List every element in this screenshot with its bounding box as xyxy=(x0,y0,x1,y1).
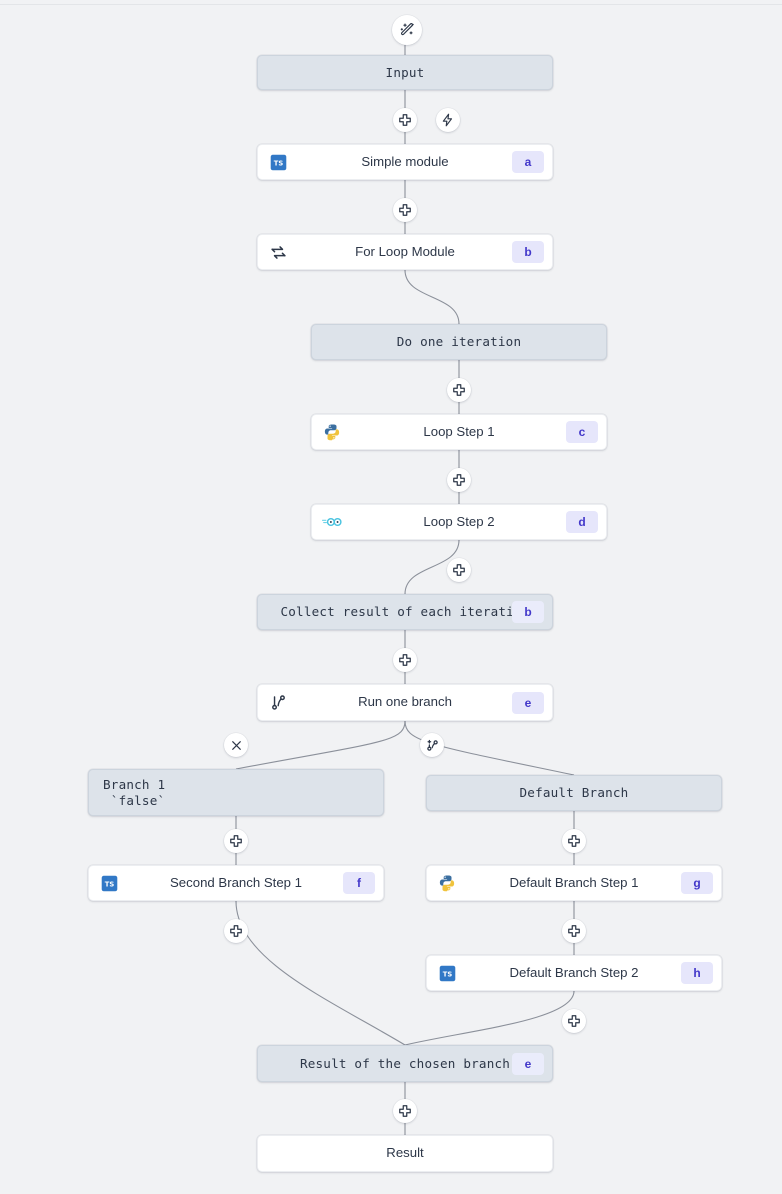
node-badge: g xyxy=(681,872,713,894)
node-badge: e xyxy=(512,1052,544,1075)
handle-magic-wand[interactable] xyxy=(392,15,422,45)
plus-icon xyxy=(452,563,466,577)
handle-add-in-loop-2[interactable] xyxy=(447,468,471,492)
add-branch-icon xyxy=(425,738,440,753)
handle-trigger-bolt[interactable] xyxy=(436,108,460,132)
node-branch1[interactable]: Branch 1 `false` xyxy=(88,769,384,816)
handle-delete-branch-1[interactable] xyxy=(224,733,248,757)
lightning-icon xyxy=(441,113,455,127)
node-defaultstep1[interactable]: Default Branch Step 1 g xyxy=(426,865,722,901)
handle-add-after-simple[interactable] xyxy=(393,198,417,222)
plus-icon xyxy=(229,924,243,938)
edge-defaultstep2-to-chosenresult xyxy=(404,990,575,1046)
plus-icon xyxy=(398,1104,412,1118)
handle-add-after-h[interactable] xyxy=(562,1009,586,1033)
node-label: Result xyxy=(386,1145,424,1161)
node-label: Loop Step 1 xyxy=(423,423,495,439)
plus-icon xyxy=(452,473,466,487)
top-divider xyxy=(0,4,782,5)
plus-icon xyxy=(229,834,243,848)
handle-add-after-f[interactable] xyxy=(224,919,248,943)
node-badge: c xyxy=(566,421,598,443)
node-badge: b xyxy=(512,241,544,263)
handle-add-branch1-step[interactable] xyxy=(224,829,248,853)
plus-icon xyxy=(398,653,412,667)
node-badge: a xyxy=(512,151,544,173)
node-label: Default Branch Step 1 xyxy=(509,874,639,890)
plus-icon xyxy=(567,924,581,938)
node-loopstep2[interactable]: Loop Step 2 d xyxy=(311,504,607,540)
node-label: Run one branch xyxy=(358,694,452,710)
node-label: Loop Step 2 xyxy=(423,513,495,529)
plus-icon xyxy=(398,113,412,127)
go-icon xyxy=(322,512,342,532)
node-label: Branch 1 `false` xyxy=(103,776,166,808)
node-secondstep1[interactable]: TS Second Branch Step 1 f xyxy=(88,865,384,901)
edge-runbranch-to-branch1 xyxy=(235,720,406,770)
plus-icon xyxy=(567,834,581,848)
node-label: Do one iteration xyxy=(396,334,522,350)
node-label: Default Branch Step 2 xyxy=(509,964,639,980)
node-badge: d xyxy=(566,511,598,533)
handle-add-after-input[interactable] xyxy=(393,108,417,132)
python-icon xyxy=(322,422,342,442)
typescript-icon: TS xyxy=(437,963,457,983)
plus-icon xyxy=(567,1014,581,1028)
node-result[interactable]: Result xyxy=(257,1135,553,1172)
node-badge: e xyxy=(512,691,544,714)
git-branch-icon xyxy=(268,693,288,713)
node-label: Simple module xyxy=(361,153,449,169)
node-input[interactable]: Input xyxy=(257,55,553,90)
handle-add-after-chosen[interactable] xyxy=(393,1099,417,1123)
node-badge: h xyxy=(681,962,713,984)
node-label: Second Branch Step 1 xyxy=(170,874,302,890)
node-label: Result of the chosen branch xyxy=(299,1055,511,1071)
handle-add-in-loop-1[interactable] xyxy=(447,378,471,402)
node-defaultstep2[interactable]: TS Default Branch Step 2 h xyxy=(426,955,722,991)
node-label: For Loop Module xyxy=(355,243,455,259)
edge-secondstep1-to-chosenresult xyxy=(235,900,406,1046)
svg-text:TS: TS xyxy=(273,159,283,167)
node-doiter[interactable]: Do one iteration xyxy=(311,324,607,360)
python-icon xyxy=(437,873,457,893)
node-simple[interactable]: TS Simple module a xyxy=(257,144,553,180)
handle-add-branch[interactable] xyxy=(420,733,444,757)
typescript-icon: TS xyxy=(99,873,119,893)
node-badge: b xyxy=(512,601,544,623)
edge-forloop-to-doiter xyxy=(404,269,460,325)
handle-add-after-g[interactable] xyxy=(562,919,586,943)
handle-add-after-loop2[interactable] xyxy=(447,558,471,582)
node-loopstep1[interactable]: Loop Step 1 c xyxy=(311,414,607,450)
handle-add-after-collect[interactable] xyxy=(393,648,417,672)
magic-wand-icon xyxy=(399,22,416,39)
typescript-icon: TS xyxy=(268,152,288,172)
node-defaultbranch[interactable]: Default Branch xyxy=(426,775,722,811)
node-forloop[interactable]: For Loop Module b xyxy=(257,234,553,270)
svg-text:TS: TS xyxy=(104,880,114,888)
node-runbranch[interactable]: Run one branch e xyxy=(257,684,553,721)
node-label: Input xyxy=(385,64,425,80)
plus-icon xyxy=(452,383,466,397)
svg-text:TS: TS xyxy=(442,970,452,978)
loop-icon xyxy=(268,242,288,262)
node-label: Default Branch xyxy=(519,785,629,801)
close-icon xyxy=(230,739,243,752)
node-label: Collect result of each iteration xyxy=(280,604,530,620)
node-badge: f xyxy=(343,872,375,894)
plus-icon xyxy=(398,203,412,217)
handle-add-default-step[interactable] xyxy=(562,829,586,853)
